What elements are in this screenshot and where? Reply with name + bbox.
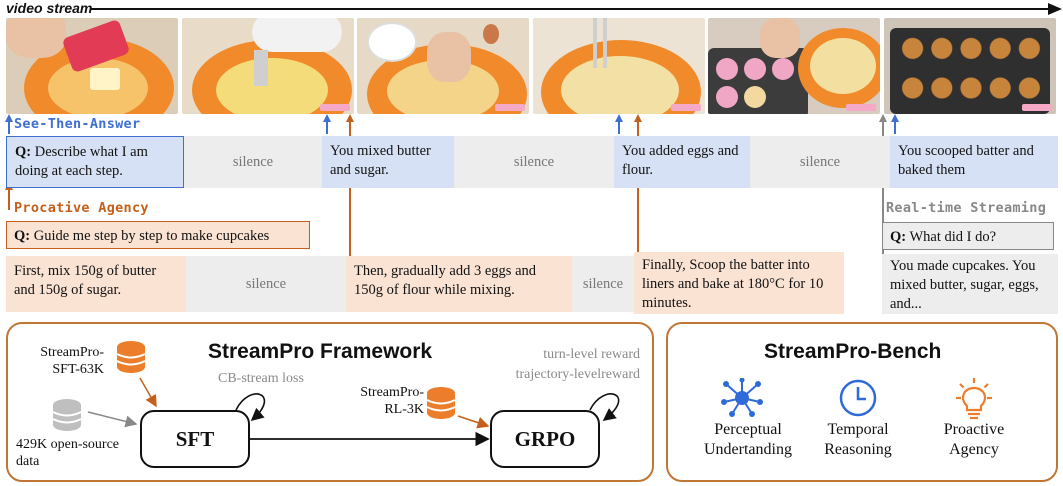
rl-dataset-label: StreamPro-RL-3K — [360, 385, 424, 417]
framework-arrows — [87, 377, 620, 447]
proactive-step-3: Finally, Scoop the batter into liners an… — [634, 252, 844, 314]
video-stream-timeline — [90, 8, 1050, 10]
framework-panel — [6, 322, 654, 482]
turn-level-reward-label: turn-level reward — [543, 347, 640, 362]
see-then-answer-response-2: You added eggs and flour. — [614, 136, 750, 188]
video-stream-label: video stream — [6, 0, 93, 16]
proactive-step-2: Then, gradually add 3 eggs and 150g of f… — [346, 256, 572, 312]
lightbulb-icon — [956, 378, 992, 420]
grey-timeline-arrow — [882, 122, 884, 314]
sft-dataset-label: StreamPro-SFT-63K — [40, 345, 104, 377]
video-frame-4 — [533, 18, 705, 114]
trajectory-reward-label: trajectory-levelreward — [515, 367, 640, 382]
proactive-step-1: First, mix 150g of butter and 150g of su… — [6, 256, 186, 312]
opensource-dataset-label: 429K open-source data — [16, 437, 120, 469]
video-frame-1 — [6, 18, 178, 114]
proactive-question: Q: Guide me step by step to make cupcake… — [6, 221, 310, 249]
video-frame-5 — [708, 18, 880, 114]
silence-cell: silence — [186, 256, 346, 312]
silence-cell: silence — [750, 136, 890, 188]
database-icon — [52, 399, 82, 431]
video-frame-3 — [357, 18, 529, 114]
silence-cell: silence — [572, 256, 634, 312]
realtime-answer: You made cupcakes. You mixed butter, sug… — [882, 254, 1058, 314]
framework-title: StreamPro Framework — [208, 340, 433, 363]
silence-cell: silence — [184, 136, 322, 188]
realtime-question: Q: What did I do? — [882, 222, 1054, 250]
frame-watermark — [846, 104, 876, 111]
video-stream-arrowhead — [1048, 3, 1062, 15]
grpo-node: GRPO — [490, 410, 600, 468]
bench-item-perceptual: Perceptual Undertanding — [704, 421, 792, 458]
bench-title: StreamPro-Bench — [764, 340, 942, 363]
blue-tick-arrow — [618, 122, 620, 134]
proactive-agency-title: Procative Agency — [14, 200, 149, 216]
video-frame-2 — [182, 18, 354, 114]
frame-watermark — [1022, 104, 1052, 111]
blue-tick-arrow — [8, 122, 10, 134]
sft-node: SFT — [140, 410, 250, 468]
see-then-answer-question: Q: Describe what I am doing at each step… — [6, 136, 184, 188]
video-frame-6 — [884, 18, 1056, 114]
bench-item-temporal: Temporal Reasoning — [824, 421, 892, 458]
frame-watermark — [320, 104, 350, 111]
database-icon — [116, 341, 146, 373]
blue-tick-arrow — [894, 122, 896, 134]
bench-item-proactive: Proactive Agency — [943, 421, 1005, 458]
bench-panel — [666, 322, 1058, 482]
orange-timeline-arrow — [349, 122, 351, 310]
see-then-answer-response-1: You mixed butter and sugar. — [322, 136, 454, 188]
silence-cell: silence — [454, 136, 614, 188]
database-icon — [426, 387, 456, 419]
see-then-answer-response-3: You scooped batter and baked them — [890, 136, 1058, 188]
blue-tick-arrow — [326, 122, 328, 134]
cb-stream-loss-label: CB-stream loss — [218, 371, 304, 386]
frame-watermark — [495, 104, 525, 111]
realtime-streaming-title: Real-time Streaming — [886, 200, 1047, 216]
clock-icon — [839, 379, 877, 417]
orange-tick-arrow — [8, 190, 10, 210]
network-icon — [721, 378, 763, 417]
frame-watermark — [671, 104, 701, 111]
see-then-answer-title: See-Then-Answer — [14, 116, 141, 132]
orange-timeline-arrow — [637, 122, 639, 310]
